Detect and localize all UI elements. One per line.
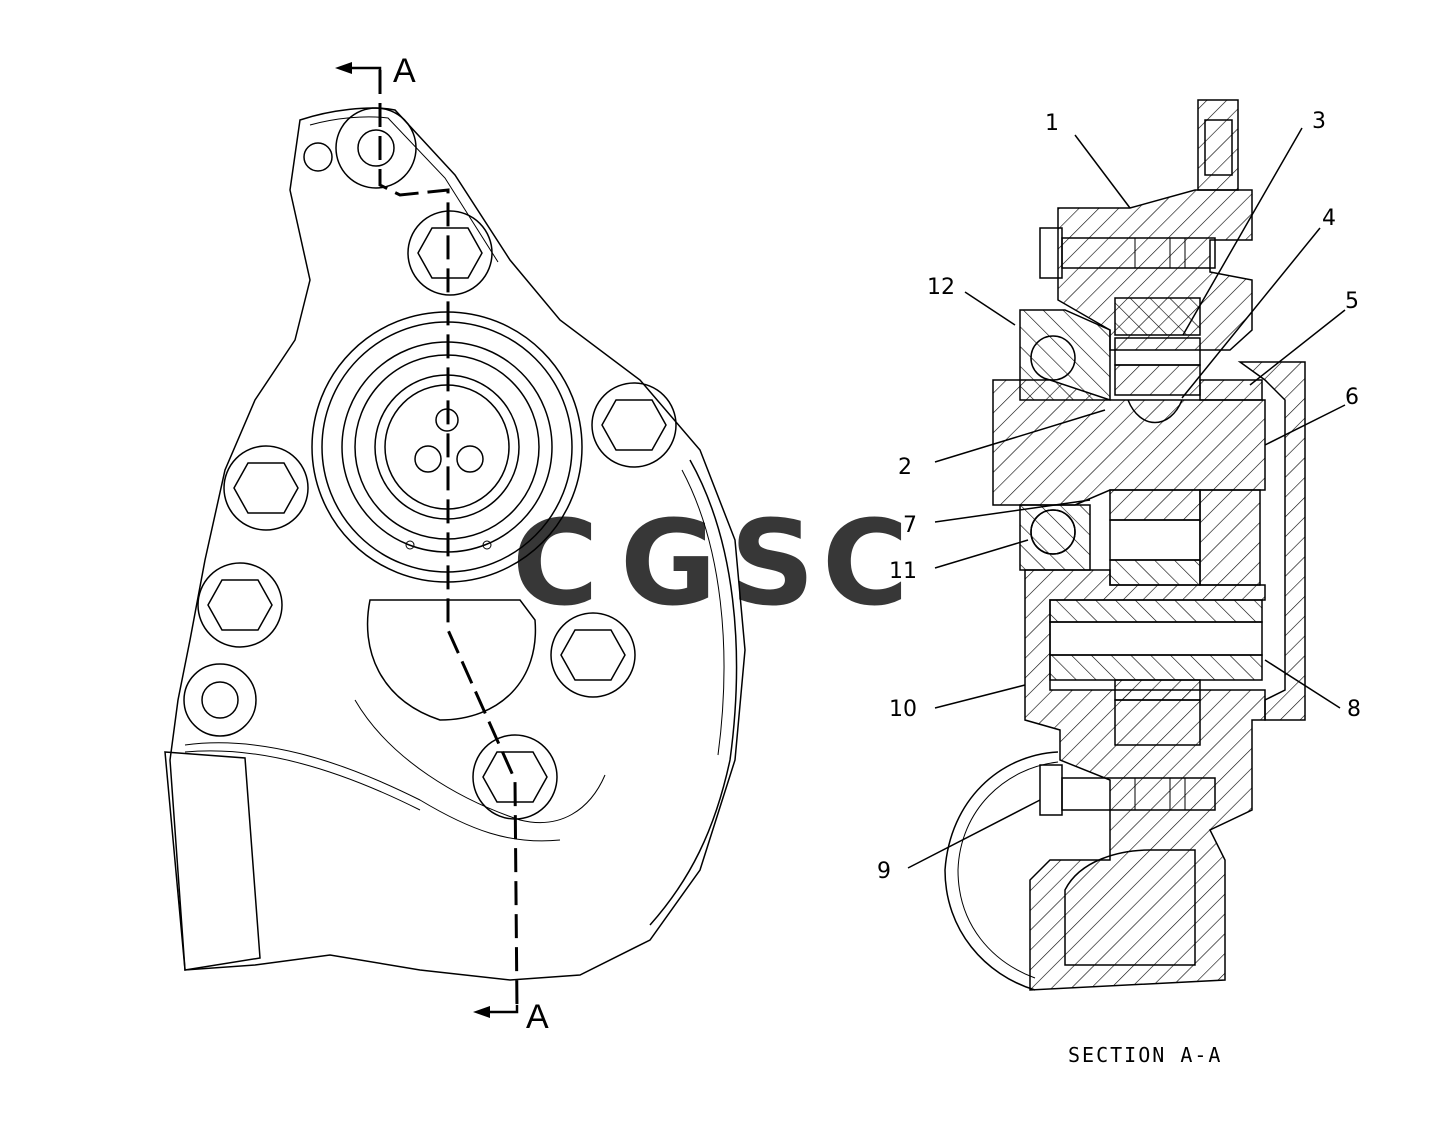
housing-front-view <box>164 62 746 1018</box>
bolt-left-middle <box>197 562 283 648</box>
bolt-right-lower <box>550 612 636 698</box>
callout-8: 8 <box>1347 697 1361 722</box>
callout-9: 9 <box>877 859 891 884</box>
watermark-letter-s: S <box>730 494 815 632</box>
callout-6: 6 <box>1345 385 1359 410</box>
watermark-letter-g: G <box>620 494 717 632</box>
callout-12: 12 <box>927 275 955 300</box>
section-caption: SECTION A-A <box>1068 1043 1222 1067</box>
cgsc-watermark: C G S C <box>512 494 909 632</box>
section-marker-top: A <box>393 52 416 90</box>
watermark-letter-c1: C <box>512 494 599 632</box>
callout-1: 1 <box>1045 111 1059 136</box>
bolt-right-upper <box>591 382 677 468</box>
section-view <box>944 99 1306 991</box>
callout-4: 4 <box>1322 206 1336 231</box>
section-marker-bottom: A <box>526 998 549 1036</box>
callout-5: 5 <box>1345 289 1359 314</box>
callout-2: 2 <box>898 455 912 480</box>
leader-lines <box>907 127 1346 869</box>
callout-10: 10 <box>889 697 917 722</box>
callout-3: 3 <box>1312 109 1326 134</box>
bolt-left-upper <box>223 445 309 531</box>
callout-7: 7 <box>903 513 917 538</box>
watermark-letter-c2: C <box>822 494 909 632</box>
bolt-top <box>407 210 493 296</box>
callout-11: 11 <box>889 559 917 584</box>
hole-left-lower <box>183 663 257 737</box>
